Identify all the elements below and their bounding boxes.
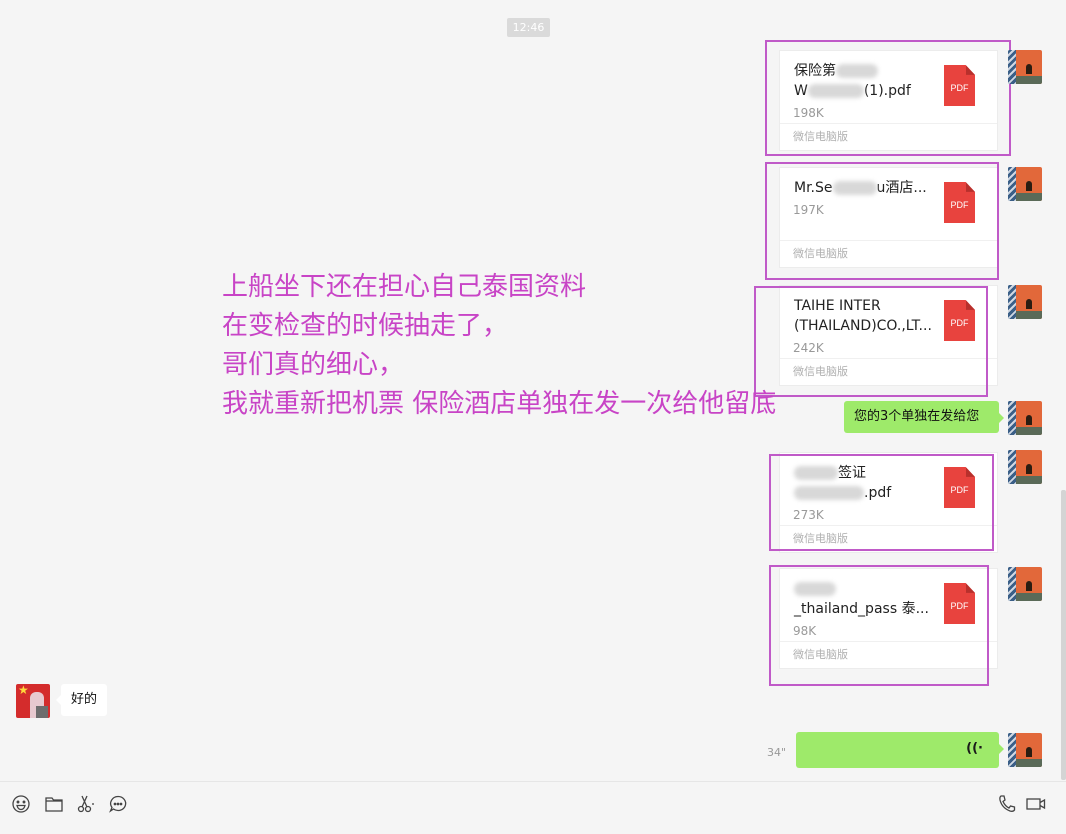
- message-timestamp: 12:46: [507, 18, 550, 37]
- file-size: 273K: [793, 508, 824, 522]
- pdf-icon: PDF: [944, 467, 975, 508]
- file-source: 微信电脑版: [780, 358, 997, 385]
- file-size: 197K: [793, 203, 824, 217]
- file-message-insurance[interactable]: 保险第 W(1).pdf 198K PDF 微信电脑版: [779, 50, 998, 151]
- screenshot-scissors-icon[interactable]: [75, 793, 97, 815]
- avatar-self[interactable]: [1008, 401, 1042, 435]
- file-size: 242K: [793, 341, 824, 355]
- annotation-line: 在变检查的时候抽走了，: [222, 311, 509, 341]
- annotation-line: 哥们真的细心，: [222, 350, 405, 380]
- message-text: 好的: [70, 692, 97, 707]
- input-divider: [0, 781, 1066, 782]
- file-name: _thailand_pass 泰...: [794, 579, 934, 619]
- message-text: 您的3个单独在发给您: [854, 409, 980, 424]
- file-name: TAIHE INTER (THAILAND)CO.,LT...: [794, 298, 932, 334]
- chat-history-icon[interactable]: [107, 793, 129, 815]
- pdf-icon: PDF: [944, 65, 975, 106]
- file-source: 微信电脑版: [780, 641, 997, 668]
- highlight-box: [769, 565, 989, 686]
- file-size: 98K: [793, 624, 817, 638]
- voice-wave-icon: ((·: [966, 741, 983, 756]
- avatar-other[interactable]: ★: [16, 684, 50, 718]
- file-size: 198K: [793, 106, 824, 120]
- file-name: 签证 .pdf: [794, 463, 934, 503]
- avatar-self[interactable]: [1008, 567, 1042, 601]
- voice-duration: 34": [767, 746, 787, 759]
- file-source: 微信电脑版: [780, 240, 997, 267]
- emoji-icon[interactable]: [10, 793, 32, 815]
- avatar-self[interactable]: [1008, 50, 1042, 84]
- highlight-box: [765, 40, 1011, 156]
- file-name: 保险第 W(1).pdf: [794, 63, 911, 99]
- avatar-self[interactable]: [1008, 167, 1042, 201]
- file-message-thailand-pass[interactable]: _thailand_pass 泰... 98K PDF 微信电脑版: [779, 568, 998, 669]
- highlight-box: [765, 162, 999, 280]
- text-message-bubble[interactable]: 您的3个单独在发给您: [844, 401, 1004, 433]
- pdf-icon: PDF: [944, 583, 975, 624]
- folder-icon[interactable]: [43, 793, 65, 815]
- voice-call-icon[interactable]: [996, 793, 1018, 815]
- file-source: 微信电脑版: [780, 123, 997, 150]
- annotation-line: 我就重新把机票 保险酒店单独在发一次给他留底: [222, 389, 777, 419]
- voice-message-bubble[interactable]: ((·: [796, 732, 1004, 768]
- pdf-icon: PDF: [944, 300, 975, 341]
- star-icon: ★: [18, 684, 29, 697]
- pdf-icon: PDF: [944, 182, 975, 223]
- file-message-taihe[interactable]: TAIHE INTER (THAILAND)CO.,LT... 242K PDF…: [779, 285, 998, 386]
- video-call-icon[interactable]: [1025, 793, 1047, 815]
- input-toolbar: [0, 782, 1066, 834]
- avatar-self[interactable]: [1008, 450, 1042, 484]
- avatar-self[interactable]: [1008, 733, 1042, 767]
- highlight-box: [769, 454, 994, 551]
- file-message-visa[interactable]: 签证 .pdf 273K PDF 微信电脑版: [779, 452, 998, 553]
- file-source: 微信电脑版: [780, 525, 997, 552]
- highlight-box: [754, 286, 988, 397]
- avatar-self[interactable]: [1008, 285, 1042, 319]
- text-message-bubble[interactable]: 好的: [56, 684, 107, 716]
- chat-scrollbar[interactable]: [1061, 490, 1066, 780]
- annotation-overlay: 上船坐下还在担心自己泰国资料 在变检查的时候抽走了， 哥们真的细心， 我就重新把…: [222, 268, 776, 424]
- annotation-line: 上船坐下还在担心自己泰国资料: [222, 272, 587, 302]
